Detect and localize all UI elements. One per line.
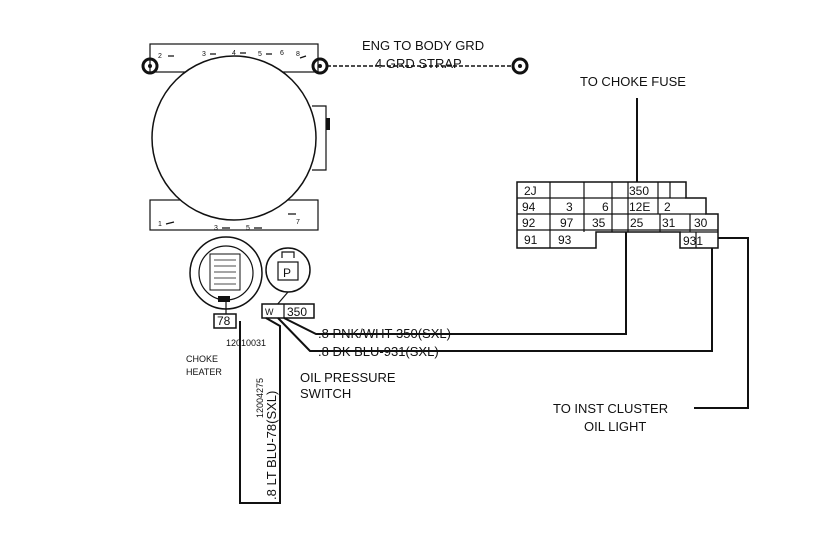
ground-strap-label: ENG TO BODY GRD (362, 38, 484, 53)
connector-cell: 93 (558, 233, 572, 247)
side-tab (312, 105, 327, 171)
connector-cell: 92 (522, 216, 536, 230)
connector-cell: 30 (694, 216, 708, 230)
cap-top-number: 5 (258, 51, 262, 58)
oil-switch-connector: W 350 (261, 303, 315, 319)
wire-931-path (277, 248, 713, 352)
cap-top-number: 3 (202, 51, 206, 58)
cap-bottom-number: 3 (214, 225, 218, 232)
inst-cluster-label: TO INST CLUSTER (553, 401, 668, 416)
choke-heater-terminal: 78 (213, 313, 237, 329)
side-tab-nub (326, 118, 330, 130)
cap-top-number: 8 (296, 51, 300, 58)
wire-inst-cluster (694, 237, 749, 409)
oil-switch-sublabel: SWITCH (300, 386, 351, 401)
wire-931-label: .8 DK BLU-931(SXL) (318, 344, 439, 359)
choke-fuse-label: TO CHOKE FUSE (580, 74, 686, 89)
choke-heater (189, 236, 263, 316)
choke-terminal-label: 78 (217, 314, 231, 328)
distributor-assembly: 2 3 4 5 6 8 1 3 5 7 (141, 43, 330, 232)
ground-strap: ENG TO BODY GRD 4 GRD STRAP (327, 38, 529, 75)
wire-78-path (239, 317, 281, 504)
connector-cell: 25 (630, 216, 644, 230)
connector-cell: 91 (524, 233, 538, 247)
wire-350-label: .8 PNK/WHT-350(SXL) (318, 326, 451, 341)
cap-top-number: 4 (232, 50, 236, 57)
cap-bottom-number: 7 (296, 219, 300, 226)
connector-cell: 12E (629, 200, 650, 214)
distributor-cap-circle (151, 55, 317, 221)
inst-cluster-sublabel: OIL LIGHT (584, 419, 646, 434)
bulkhead-connector: 2J 350 94 3 6 12E 2 92 97 35 25 31 30 91… (516, 181, 719, 249)
wire-78-label: .8 LT BLU-78(SXL) (264, 391, 279, 500)
connector-cell: 2J (524, 184, 537, 198)
left-ground-stud (141, 57, 159, 75)
oil-switch-symbol: P (283, 266, 291, 280)
switch-terminal-left: W (265, 307, 274, 317)
cap-top-number: 6 (280, 50, 284, 57)
connector-cell: 31 (662, 216, 676, 230)
cap-bottom-number: 1 (158, 221, 162, 228)
connector-cell: 931 (683, 234, 703, 248)
connector-cell: 2 (664, 200, 671, 214)
oil-pressure-switch: P (265, 247, 311, 307)
oil-switch-label: OIL PRESSURE (300, 370, 396, 385)
body-ground-terminal-icon (511, 57, 529, 75)
ground-strap-sublabel: 4 GRD STRAP (375, 56, 462, 71)
choke-heater-sublabel: HEATER (186, 367, 222, 377)
connector-cell: 3 (566, 200, 573, 214)
choke-heater-label: CHOKE (186, 354, 218, 364)
cap-bottom-number: 5 (246, 225, 250, 232)
connector-cell: 94 (522, 200, 536, 214)
wire-350-path (283, 226, 627, 335)
connector-cell: 6 (602, 200, 609, 214)
part-number-12004275: 12004275 (255, 378, 265, 418)
connector-cell: 35 (592, 216, 606, 230)
cap-top-number: 2 (158, 53, 162, 60)
right-ground-stud (311, 57, 329, 75)
switch-terminal-right: 350 (287, 305, 307, 319)
connector-cell: 97 (560, 216, 574, 230)
connector-cell: 350 (629, 184, 649, 198)
part-number-12010031: 12010031 (226, 338, 266, 348)
